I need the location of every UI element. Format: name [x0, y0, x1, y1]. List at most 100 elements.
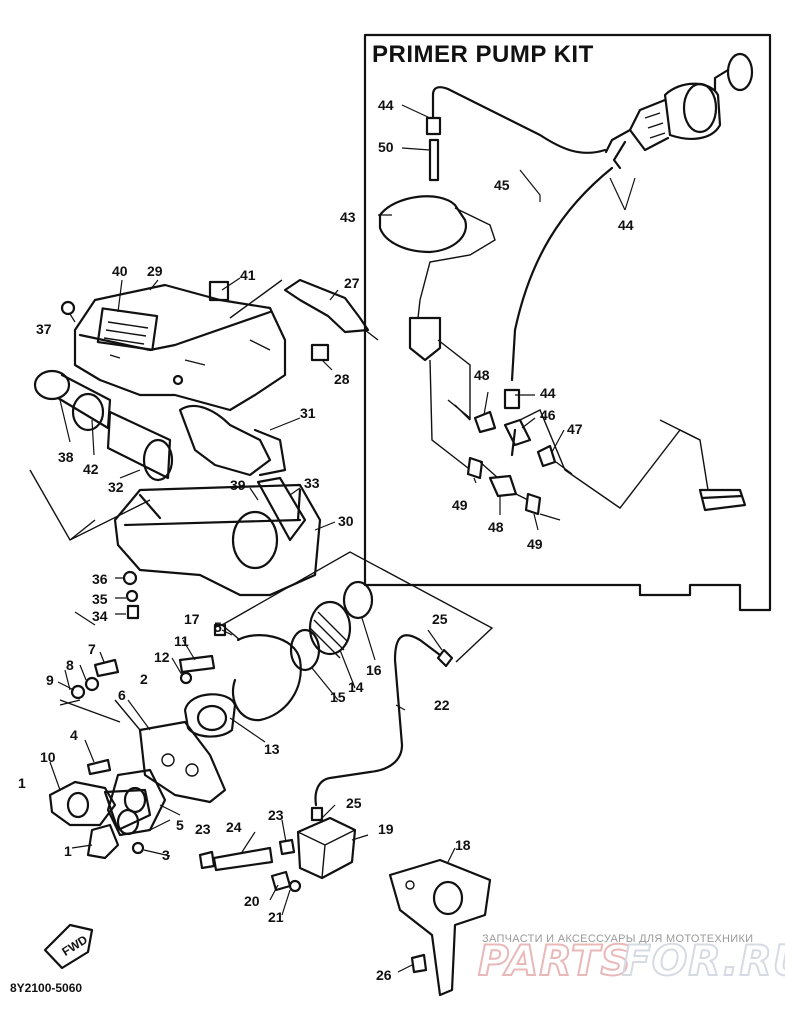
callout-7: 7 [88, 641, 96, 657]
warning-label-40 [96, 307, 159, 351]
callout-27: 27 [344, 275, 360, 291]
callout-25-top: 25 [432, 611, 448, 627]
callout-23-right: 23 [268, 807, 284, 823]
hose-45-long [510, 166, 614, 382]
callout-10: 10 [40, 749, 56, 765]
bracket-18 [388, 858, 492, 997]
fuel-filter-19 [296, 816, 357, 880]
callout-numbers: 44 50 43 45 44 44 48 46 47 49 48 49 40 2… [18, 97, 634, 983]
tee-46 [503, 418, 532, 457]
callout-49-left: 49 [452, 497, 468, 513]
callout-12: 12 [154, 649, 170, 665]
callout-43: 43 [340, 209, 356, 225]
intake-ducts [33, 369, 287, 482]
clip-23b [278, 838, 296, 856]
bolt-7 [93, 658, 120, 678]
callout-42: 42 [83, 461, 99, 477]
callout-28: 28 [334, 371, 350, 387]
joint-47 [536, 444, 557, 468]
callout-5-top: 5 [214, 619, 222, 635]
bracket-27 [283, 278, 370, 334]
washer-9 [70, 684, 86, 700]
callout-2: 2 [140, 671, 148, 687]
element-33 [256, 476, 307, 542]
callout-49-right: 49 [527, 536, 543, 552]
hose-22 [314, 634, 442, 807]
callout-33: 33 [304, 475, 320, 491]
callout-21: 21 [268, 909, 284, 925]
callout-44-mid: 44 [540, 385, 556, 401]
clamp-49b [524, 492, 542, 516]
screw-26 [410, 953, 428, 974]
callout-4: 4 [70, 727, 78, 743]
watermark: ЗАПЧАСТИ И АКСЕССУАРЫ ДЛЯ МОТОТЕХНИКИ PA… [477, 933, 785, 986]
bolt-34 [126, 604, 140, 620]
callout-1-top: 1 [18, 775, 26, 791]
clip-17 [213, 623, 227, 637]
callout-40: 40 [112, 263, 128, 279]
callout-37: 37 [36, 321, 52, 337]
tee-48a [473, 410, 497, 434]
callout-32: 32 [108, 479, 124, 495]
callout-1-bottom: 1 [64, 843, 72, 859]
tee-48b [488, 474, 518, 498]
bolt-20 [270, 870, 292, 892]
reference-frames [29, 279, 494, 731]
callout-44-top: 44 [378, 97, 394, 113]
washer-21 [288, 879, 302, 893]
primer-pump-kit-inset: PRIMER PUMP KIT [363, 33, 772, 612]
callout-22: 22 [434, 697, 450, 713]
grommet-37 [60, 300, 76, 316]
callout-26: 26 [376, 967, 392, 983]
callout-25-bottom: 25 [346, 795, 362, 811]
reed-manifold-group [138, 634, 302, 804]
leader-lines [49, 104, 636, 973]
callout-47: 47 [567, 421, 583, 437]
callout-9: 9 [46, 672, 54, 688]
carburetor-joint-group [289, 580, 374, 672]
bolt-11 [178, 654, 216, 674]
callout-30: 30 [338, 513, 354, 529]
hose-45-top [431, 86, 607, 154]
callout-19: 19 [378, 821, 394, 837]
washer-36 [122, 570, 138, 586]
callout-38: 38 [58, 449, 74, 465]
clip-23a [198, 850, 216, 870]
primer-pump [604, 52, 754, 170]
air-box-lower-30 [113, 476, 322, 597]
callout-48-upper: 48 [474, 367, 490, 383]
bolt-28 [310, 343, 330, 362]
kit-frame [363, 33, 772, 612]
watermark-tagline: ЗАПЧАСТИ И АКСЕССУАРЫ ДЛЯ МОТОТЕХНИКИ [482, 933, 753, 945]
callout-31: 31 [300, 405, 316, 421]
screw-41 [208, 280, 230, 302]
clamp-25b [310, 806, 324, 822]
callout-41: 41 [240, 267, 256, 283]
callout-14: 14 [348, 679, 364, 695]
fitting-44 [503, 388, 521, 410]
callout-34: 34 [92, 608, 108, 624]
callout-24: 24 [226, 819, 242, 835]
callout-29: 29 [147, 263, 163, 279]
watermark-brand-left: PARTS [478, 936, 632, 985]
callout-23-left: 23 [195, 821, 211, 837]
diagram-code: 8Y2100-5060 [10, 981, 82, 995]
callout-11: 11 [174, 633, 189, 649]
washer-12 [179, 671, 193, 685]
nut-3 [131, 841, 145, 855]
callout-18: 18 [455, 837, 471, 853]
callout-17: 17 [184, 611, 200, 627]
plate-6 [138, 720, 227, 804]
callout-20: 20 [244, 893, 260, 909]
callout-46: 46 [540, 407, 556, 423]
callout-44-right: 44 [618, 217, 634, 233]
watermark-brand-right: FOR.RU [622, 936, 785, 985]
callout-6: 6 [118, 687, 126, 703]
washer-35 [125, 589, 139, 603]
bolt-4 [86, 758, 112, 776]
callout-50: 50 [378, 139, 394, 155]
callout-35: 35 [92, 591, 108, 607]
callout-8: 8 [66, 657, 74, 673]
